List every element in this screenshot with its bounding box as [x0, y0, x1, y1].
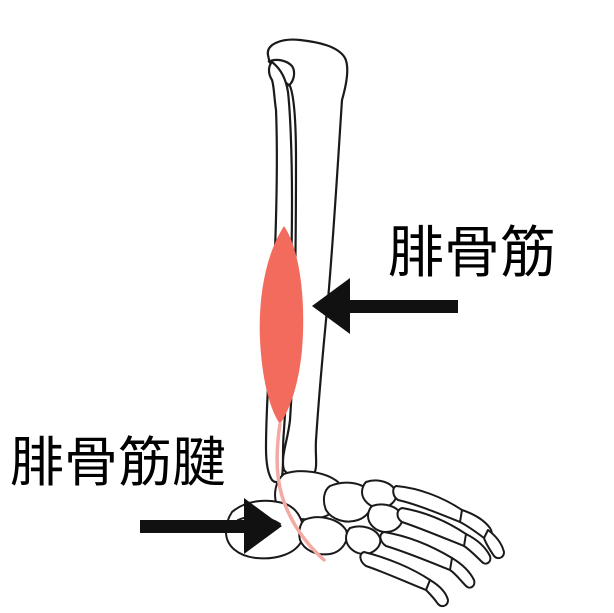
muscle-arrow — [312, 278, 458, 334]
peroneus-muscle — [259, 226, 304, 424]
peroneus-tendon-label: 腓骨筋腱 — [10, 431, 226, 494]
foot-bones — [225, 470, 505, 608]
tendon-arrow — [140, 498, 282, 554]
peroneus-tendon — [275, 422, 326, 562]
tibia-bone — [266, 38, 349, 480]
peroneus-muscle-label: 腓骨筋 — [388, 221, 556, 286]
